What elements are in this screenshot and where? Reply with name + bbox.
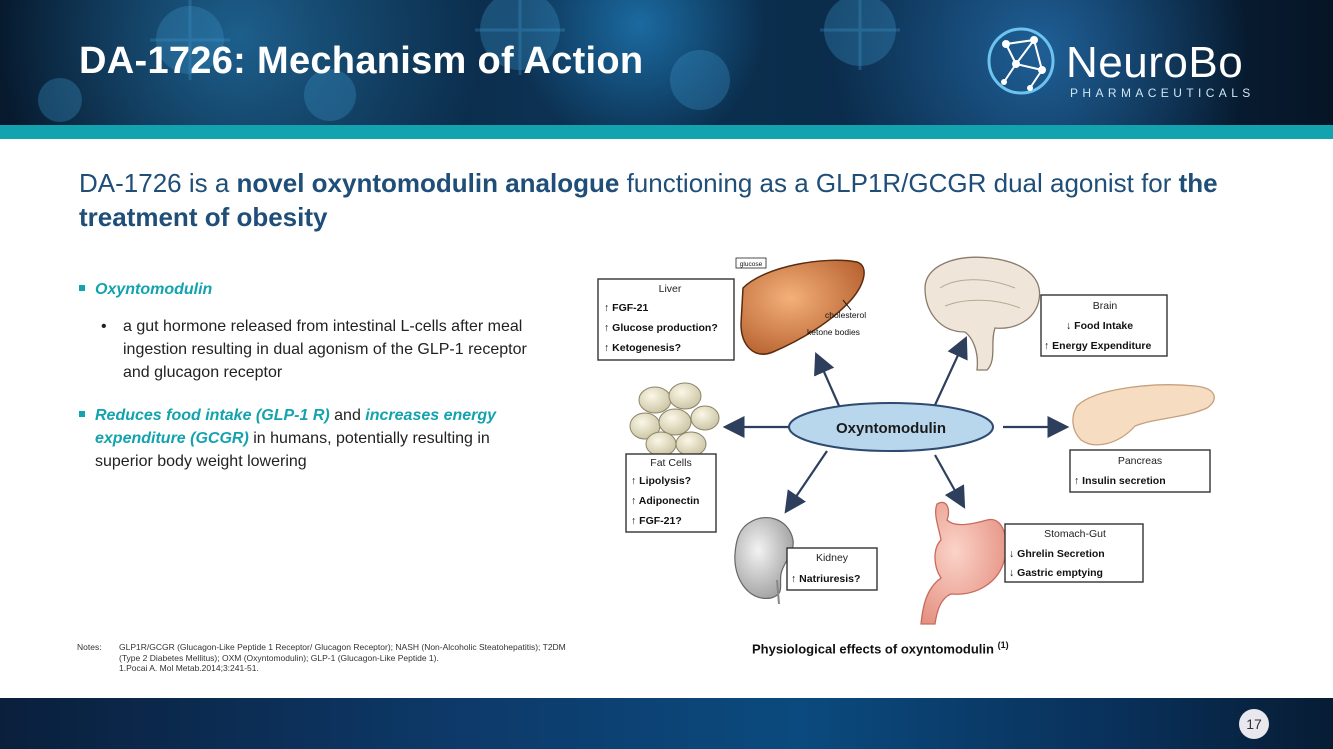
- slide-subtitle: DA-1726 is a novel oxyntomodulin analogu…: [79, 166, 1279, 234]
- liver-ketone-label: ketone bodies: [807, 327, 860, 337]
- diagram-caption: Physiological effects of oxyntomodulin (…: [752, 640, 1009, 656]
- kidney-effect-1: ↑ Natriuresis?: [791, 573, 860, 585]
- oxyntomodulin-ellipse: [788, 402, 994, 452]
- brain-title: Brain: [1093, 300, 1118, 312]
- liver-illustration: glucose cholesterol ketone bodies: [735, 257, 866, 355]
- subtitle-part-2: functioning as a GLP1R/GCGR dual agonist…: [619, 168, 1179, 198]
- liver-effect-2: ↑ Glucose production?: [604, 322, 718, 334]
- notes-text: GLP1R/GCGR (Glucagon-Like Peptide 1 Rece…: [119, 642, 566, 663]
- brain-illustration: [924, 256, 1041, 371]
- liver-cholesterol-label: cholesterol: [825, 310, 866, 320]
- virus-background-graphic: [38, 0, 900, 122]
- caption-text: Physiological effects of oxyntomodulin: [752, 641, 998, 657]
- square-bullet-icon: [79, 284, 85, 291]
- oxyntomodulin-effects-diagram: Oxyntomodulin glucose cholesterol ketone…: [597, 256, 1215, 625]
- company-logo: NeuroBo PHARMACEUTICALS: [986, 24, 1266, 104]
- round-bullet-icon: •: [101, 318, 107, 335]
- bullet-oxyntomodulin-title: Oxyntomodulin: [95, 281, 213, 298]
- stomach-effect-2: ↓ Gastric emptying: [1009, 567, 1103, 579]
- notes-label: Notes:: [77, 642, 102, 652]
- logo-name: NeuroBo: [1066, 38, 1244, 87]
- bullet-energy-highlight: increases energy expenditure (GCGR): [95, 407, 497, 447]
- neurobo-network-icon: [987, 27, 1055, 95]
- stomach-title: Stomach-Gut: [1044, 528, 1106, 540]
- bullet-food-intake-highlight: Reduces food intake (GLP-1 R): [95, 407, 330, 424]
- header-accent-bar: [0, 125, 1333, 139]
- page-number: 17: [1239, 709, 1269, 739]
- footer-banner: [0, 698, 1333, 749]
- liver-title: Liver: [659, 283, 682, 295]
- fat-title: Fat Cells: [650, 457, 691, 469]
- brain-effect-2: ↑ Energy Expenditure: [1044, 340, 1152, 352]
- logo-subtitle: PHARMACEUTICALS: [1070, 86, 1255, 100]
- kidney-effects-box: Kidney ↑ Natriuresis?: [786, 547, 878, 591]
- pancreas-title: Pancreas: [1118, 455, 1162, 467]
- brain-effect-1: ↓ Food Intake: [1066, 320, 1133, 332]
- kidney-illustration: [734, 517, 794, 605]
- footnotes: Notes: GLP1R/GCGR (Glucagon-Like Peptide…: [77, 642, 577, 674]
- pancreas-effects-box: Pancreas ↑ Insulin secretion: [1069, 449, 1211, 493]
- liver-effect-1: ↑ FGF-21: [604, 302, 648, 314]
- sub-bullet-text: a gut hormone released from intestinal L…: [123, 318, 527, 381]
- effect-arrows: [722, 336, 1070, 514]
- sub-bullet-gut-hormone: • a gut hormone released from intestinal…: [101, 315, 531, 384]
- notes-reference: 1.Pocai A. Mol Metab.2014;3:241-51.: [119, 663, 259, 673]
- caption-reference: (1): [997, 640, 1009, 650]
- liver-effect-3: ↑ Ketogenesis?: [604, 342, 681, 354]
- stomach-effect-1: ↓ Ghrelin Secretion: [1009, 548, 1105, 560]
- fat-cells-illustration: [629, 382, 720, 457]
- pancreas-illustration: [1072, 384, 1215, 446]
- center-label: Oxyntomodulin: [836, 420, 946, 437]
- pancreas-effect-1: ↑ Insulin secretion: [1074, 475, 1166, 487]
- kidney-title: Kidney: [816, 552, 849, 564]
- liver-glucose-label: glucose: [740, 261, 763, 268]
- bullet-oxyntomodulin: Oxyntomodulin: [79, 278, 212, 301]
- stomach-effects-box: Stomach-Gut ↓ Ghrelin Secretion ↓ Gastri…: [1004, 523, 1144, 583]
- square-bullet-icon: [79, 410, 85, 417]
- bullet-and: and: [329, 407, 366, 424]
- bullet-food-intake: Reduces food intake (GLP-1 R) and increa…: [79, 404, 539, 473]
- subtitle-bold-1: novel oxyntomodulin analogue: [236, 168, 620, 198]
- header-banner: DA-1726: Mechanism of Action NeuroBo PHA…: [0, 0, 1333, 125]
- liver-effects-box: Liver ↑ FGF-21 ↑ Glucose production? ↑ K…: [597, 278, 735, 361]
- subtitle-bold-2: the treatment of obesity: [79, 168, 1218, 232]
- stomach-illustration: [920, 501, 1007, 625]
- fat-effect-1: ↑ Lipolysis?: [631, 475, 691, 487]
- fat-cells-effects-box: Fat Cells ↑ Lipolysis? ↑ Adiponectin ↑ F…: [625, 453, 717, 533]
- brain-effects-box: Brain ↓ Food Intake ↑ Energy Expenditure: [1040, 294, 1168, 357]
- bullet-rest-text: in humans, potentially resulting in supe…: [95, 430, 490, 470]
- fat-effect-2: ↑ Adiponectin: [631, 495, 699, 507]
- page-title: DA-1726: Mechanism of Action: [79, 40, 644, 82]
- subtitle-part-1: DA-1726 is a: [79, 168, 237, 198]
- fat-effect-3: ↑ FGF-21?: [631, 515, 682, 527]
